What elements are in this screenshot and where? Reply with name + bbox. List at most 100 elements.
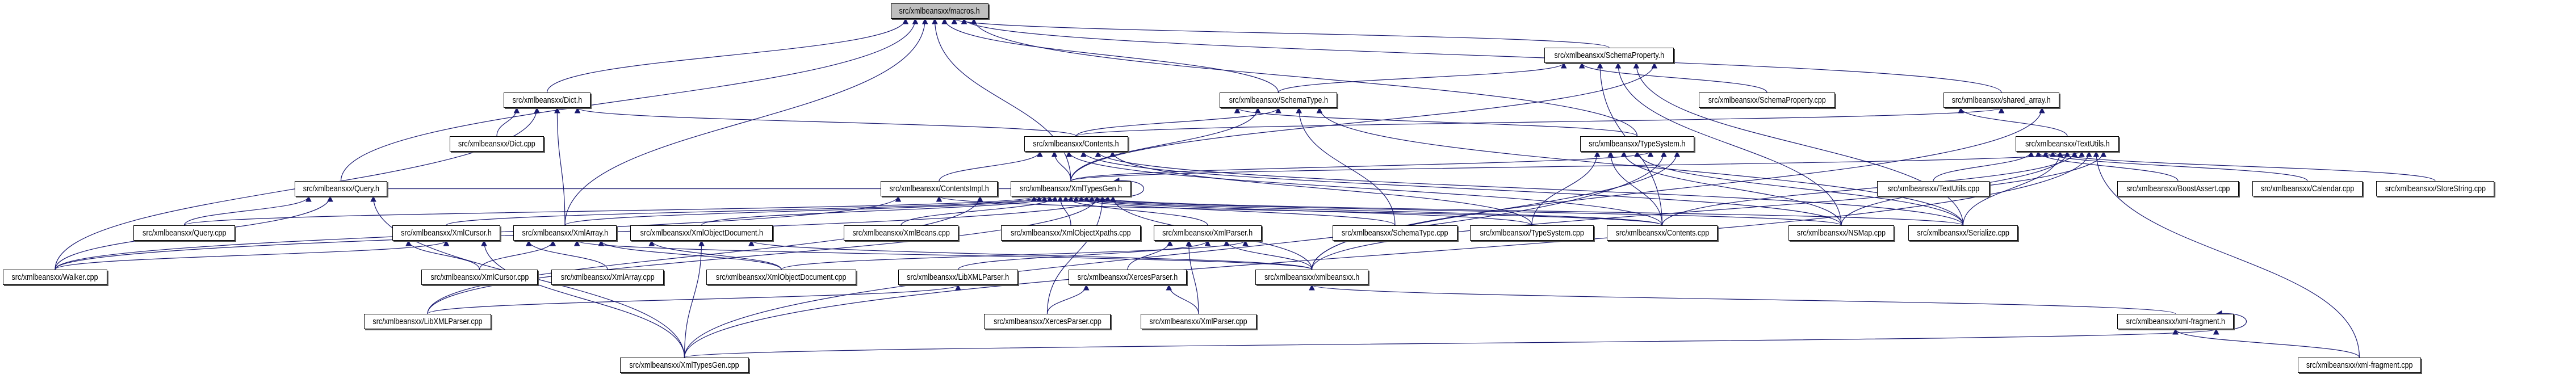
edge-libxmlparser-cpp-to-xmltypesgen-h — [427, 195, 1100, 314]
edge-xmlparser-cpp-to-xmlparser-h — [1186, 239, 1199, 314]
edge-libxmlparser-h-to-xmlparser-h — [957, 239, 1211, 270]
edge-schemaproperty-cpp-to-schemaproperty-h — [1578, 62, 1767, 93]
graph-node-storestring-cpp[interactable]: src/xmlbeansxx/StoreString.cpp — [2376, 181, 2494, 196]
edge-typesystem-h-to-macros — [970, 18, 1638, 137]
graph-node-libxmlparser-h[interactable]: src/xmlbeansxx/LibXMLParser.h — [898, 270, 1018, 285]
graph-node-contents-cpp[interactable]: src/xmlbeansxx/Contents.cpp — [1607, 225, 1718, 241]
graph-node-boostassert-cpp[interactable]: src/xmlbeansxx/BoostAssert.cpp — [2117, 181, 2239, 196]
edge-typesystem-cpp-to-typesystem-h — [1531, 150, 1601, 226]
node-label: src/xmlbeansxx/TypeSystem.cpp — [1480, 228, 1584, 238]
graph-node-xmlcursor-cpp[interactable]: src/xmlbeansxx/XmlCursor.cpp — [421, 270, 538, 285]
graph-node-xercesparser-h[interactable]: src/xmlbeansxx/XercesParser.h — [1069, 270, 1187, 285]
edge-xmltypesgen-cpp-to-xmlfragment-h — [684, 328, 2219, 358]
node-label: src/xmlbeansxx/TypeSystem.h — [1589, 139, 1686, 149]
edge-xmltypesgen-h-to-macros — [932, 18, 1071, 182]
graph-node-xmlobjectdocument-h[interactable]: src/xmlbeansxx/XmlObjectDocument.h — [630, 225, 773, 241]
graph-node-schematype-cpp[interactable]: src/xmlbeansxx/SchemaType.cpp — [1333, 225, 1457, 241]
node-label: src/xmlbeansxx/Contents.h — [1033, 139, 1120, 149]
node-label: src/xmlbeansxx/xml-fragment.cpp — [2306, 360, 2413, 370]
edge-typesystem-h-to-schematype-h — [1234, 107, 1638, 137]
edge-xmlbeans-cpp-to-xmltypesgen-h — [900, 195, 1058, 226]
graph-node-dict-h[interactable]: src/xmlbeansxx/Dict.h — [504, 93, 590, 108]
node-label: src/xmlbeansxx/XmlCursor.cpp — [430, 272, 529, 282]
graph-node-xmlfragment-h[interactable]: src/xmlbeansxx/xml-fragment.h — [2117, 314, 2234, 329]
edge-libxmlparser-cpp-to-libxmlparser-h — [427, 284, 961, 314]
edge-textutils-h-to-shared-array-h — [1958, 107, 2068, 137]
node-label: src/xmlbeansxx/XercesParser.h — [1077, 272, 1178, 282]
edge-xmlbeansxx-h-to-xmlarray-h — [574, 239, 1313, 270]
node-label: src/xmlbeansxx/SchemaProperty.h — [1554, 51, 1664, 60]
node-label: src/xmlbeansxx/LibXMLParser.cpp — [372, 317, 483, 326]
graph-node-xmlparser-h[interactable]: src/xmlbeansxx/XmlParser.h — [1154, 225, 1262, 241]
edge-xmlarray-h-to-macros — [564, 18, 928, 226]
node-label: src/xmlbeansxx/NSMap.cpp — [1796, 228, 1886, 238]
node-label: src/xmlbeansxx/Dict.h — [512, 95, 582, 105]
edge-xercesparser-h-to-xmlparser-h — [1127, 239, 1173, 270]
edge-schematype-h-to-schemaproperty-h — [1277, 62, 1567, 93]
edge-query-cpp-to-query-h — [183, 195, 312, 226]
graph-node-textutils-h[interactable]: src/xmlbeansxx/TextUtils.h — [2016, 136, 2119, 152]
graph-node-xmlbeansxx-h[interactable]: src/xmlbeansxx/xmlbeansxx.h — [1255, 270, 1368, 285]
edge-xmlfragment-cpp-to-textutils-h — [2093, 150, 2360, 358]
edge-xmlcursor-cpp-to-xmlcursor-h — [405, 239, 480, 270]
graph-node-xmlcursor-h[interactable]: src/xmlbeansxx/XmlCursor.h — [392, 225, 500, 241]
edge-libxmlparser-cpp-to-contentsimpl-h — [427, 195, 983, 314]
edge-xmlfragment-h-to-xmlfragment-h — [2215, 310, 2247, 330]
graph-node-shared-array-h[interactable]: src/xmlbeansxx/shared_array.h — [1943, 93, 2059, 108]
node-label: src/xmlbeansxx/XmlArray.h — [522, 228, 608, 238]
graph-node-xmlparser-cpp[interactable]: src/xmlbeansxx/XmlParser.cpp — [1141, 314, 1256, 329]
edge-dict-h-to-macros — [546, 18, 909, 93]
node-label: src/xmlbeansxx/TextUtils.cpp — [1887, 184, 1979, 194]
edge-xmlobjectdocument-h-to-xmltypesgen-h — [701, 195, 1053, 226]
graph-node-macros[interactable]: src/xmlbeansxx/macros.h — [891, 3, 988, 19]
graph-node-dict-cpp[interactable]: src/xmlbeansxx/Dict.cpp — [450, 136, 544, 152]
edge-xmlcursor-h-to-xmltypesgen-h — [446, 195, 1042, 226]
graph-node-xmlfragment-cpp[interactable]: src/xmlbeansxx/xml-fragment.cpp — [2298, 358, 2421, 373]
graph-node-libxmlparser-cpp[interactable]: src/xmlbeansxx/LibXMLParser.cpp — [364, 314, 491, 329]
node-label: src/xmlbeansxx/ContentsImpl.h — [889, 184, 989, 194]
graph-node-query-h[interactable]: src/xmlbeansxx/Query.h — [295, 181, 387, 196]
graph-node-typesystem-h[interactable]: src/xmlbeansxx/TypeSystem.h — [1580, 136, 1694, 152]
graph-node-xercesparser-cpp[interactable]: src/xmlbeansxx/XercesParser.cpp — [984, 314, 1111, 329]
node-label: src/xmlbeansxx/Serialize.cpp — [1917, 228, 2009, 238]
edge-contents-h-to-schematype-h — [1075, 107, 1281, 137]
graph-node-serialize-cpp[interactable]: src/xmlbeansxx/Serialize.cpp — [1908, 225, 2018, 241]
edge-xercesparser-cpp-to-xercesparser-h — [1046, 284, 1090, 314]
edge-xmlobjectdocument-cpp-to-xmlarray-h — [598, 239, 782, 270]
graph-node-nsmap-cpp[interactable]: src/xmlbeansxx/NSMap.cpp — [1788, 225, 1894, 241]
graph-node-contentsimpl-h[interactable]: src/xmlbeansxx/ContentsImpl.h — [881, 181, 998, 196]
graph-node-xmltypesgen-h[interactable]: src/xmlbeansxx/XmlTypesGen.h — [1011, 181, 1131, 196]
graph-node-xmltypesgen-cpp[interactable]: src/xmlbeansxx/XmlTypesGen.cpp — [620, 358, 749, 373]
edge-nsmap-cpp-to-xmltypesgen-h — [1083, 195, 1842, 226]
node-label: src/xmlbeansxx/XmlCursor.h — [401, 228, 492, 238]
node-label: src/xmlbeansxx/XmlObjectXpaths.cpp — [1011, 228, 1131, 238]
node-label: src/xmlbeansxx/XmlParser.cpp — [1149, 317, 1248, 326]
node-label: src/xmlbeansxx/XercesParser.cpp — [993, 317, 1101, 326]
graph-node-schemaproperty-cpp[interactable]: src/xmlbeansxx/SchemaProperty.cpp — [1699, 93, 1835, 108]
graph-node-xmlobjectxpaths-cpp[interactable]: src/xmlbeansxx/XmlObjectXpaths.cpp — [1001, 225, 1141, 241]
edge-xmlcursor-cpp-to-xmlarray-h — [479, 239, 556, 270]
graph-node-schematype-h[interactable]: src/xmlbeansxx/SchemaType.h — [1220, 93, 1337, 108]
graph-node-calendar-cpp[interactable]: src/xmlbeansxx/Calendar.cpp — [2252, 181, 2363, 196]
graph-node-walker-cpp[interactable]: src/xmlbeansxx/Walker.cpp — [3, 270, 107, 285]
edge-serialize-cpp-to-typesystem-h — [1634, 150, 1964, 226]
edge-xmlobjectdocument-cpp-to-xmlparser-h — [781, 239, 1249, 270]
edge-contents-cpp-to-textutils-h — [1661, 150, 2078, 226]
edge-schemaproperty-h-to-macros — [951, 18, 1610, 48]
edge-xmltypesgen-cpp-to-textutils-h — [684, 150, 2092, 358]
graph-node-typesystem-cpp[interactable]: src/xmlbeansxx/TypeSystem.cpp — [1470, 225, 1594, 241]
graph-node-textutils-cpp[interactable]: src/xmlbeansxx/TextUtils.cpp — [1877, 181, 1989, 196]
graph-node-xmlarray-h[interactable]: src/xmlbeansxx/XmlArray.h — [513, 225, 617, 241]
node-label: src/xmlbeansxx/BoostAssert.cpp — [2126, 184, 2230, 194]
edge-shared-array-h-to-macros — [961, 18, 2002, 93]
node-label: src/xmlbeansxx/Contents.cpp — [1615, 228, 1709, 238]
graph-node-query-cpp[interactable]: src/xmlbeansxx/Query.cpp — [133, 225, 235, 241]
graph-node-schemaproperty-h[interactable]: src/xmlbeansxx/SchemaProperty.h — [1544, 48, 1674, 63]
node-label: src/xmlbeansxx/XmlTypesGen.cpp — [629, 360, 740, 370]
graph-node-contents-h[interactable]: src/xmlbeansxx/Contents.h — [1024, 136, 1128, 152]
edge-xmlbeansxx-h-to-xmlparser-h — [1223, 239, 1313, 270]
graph-node-xmlarray-cpp[interactable]: src/xmlbeansxx/XmlArray.cpp — [551, 270, 664, 285]
graph-node-xmlobjectdocument-cpp[interactable]: src/xmlbeansxx/XmlObjectDocument.cpp — [706, 270, 856, 285]
graph-node-xmlbeans-cpp[interactable]: src/xmlbeansxx/XmlBeans.cpp — [844, 225, 958, 241]
